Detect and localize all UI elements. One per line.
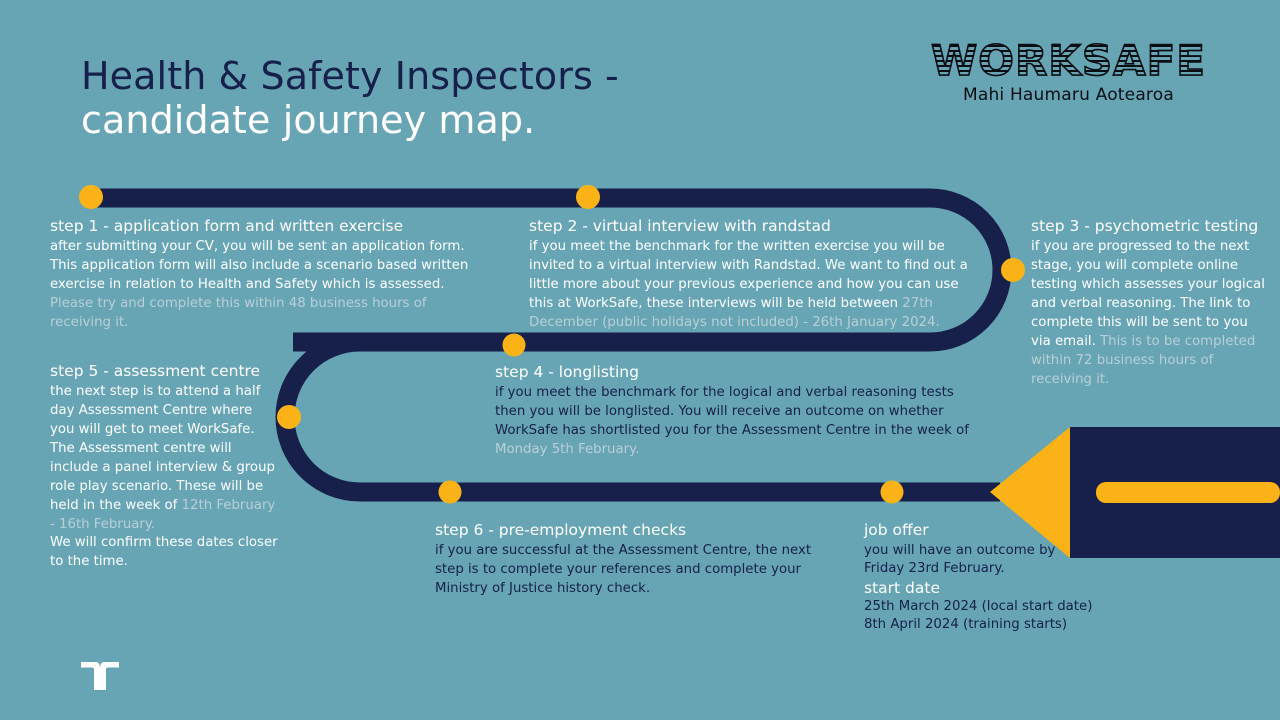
marker-step-6[interactable]	[438, 480, 462, 504]
end-block-accent-bar	[1096, 482, 1280, 503]
step-5-body-tail: We will confirm these dates closer to th…	[50, 535, 278, 570]
step-2-block: step 2 - virtual interview with randstad…	[529, 217, 981, 333]
step-1-title: step 1 - application form and written ex…	[50, 217, 404, 235]
worksafe-logo: WORKSAFE Mahi Haumaru Aotearoa	[930, 36, 1206, 105]
step-5-body-main: the next step is to attend a half day As…	[50, 384, 275, 513]
step-4-block: step 4 - longlisting if you meet the ben…	[495, 363, 979, 460]
step-4-body-muted: Monday 5th February.	[495, 442, 640, 457]
step-5-title: step 5 - assessment centre	[50, 362, 261, 380]
step-1-body: after submitting your CV, you will be se…	[50, 238, 490, 332]
step-5-block: step 5 - assessment centre the next step…	[50, 362, 278, 572]
start-date-line-1: 25th March 2024 (local start date)	[864, 599, 1093, 615]
marker-step-4[interactable]	[502, 333, 526, 357]
job-offer-body: you will have an outcome by	[864, 543, 1056, 559]
step-5-body: the next step is to attend a half day As…	[50, 383, 278, 572]
step-4-title: step 4 - longlisting	[495, 363, 639, 381]
step-4-body: if you meet the benchmark for the logica…	[495, 384, 979, 460]
step-3-body-muted: This is to be completed within 72 busine…	[1031, 333, 1256, 387]
job-offer-date: Friday 23rd February.	[864, 561, 1005, 577]
step-5-body-muted: 12th February - 16th February.	[50, 497, 276, 532]
start-date-title: start date	[864, 579, 940, 598]
step-3-title: step 3 - psychometric testing	[1031, 217, 1259, 235]
randstad-glyph	[81, 662, 119, 690]
step-2-body-muted: 27th December (public holidays not inclu…	[529, 296, 940, 330]
randstad-logo-icon	[81, 662, 119, 694]
marker-job-offer[interactable]	[880, 480, 904, 504]
worksafe-wordmark-text: WORKSAFE	[930, 36, 1206, 85]
marker-step-5[interactable]	[277, 405, 301, 429]
step-6-block: step 6 - pre-employment checks if you ar…	[435, 521, 825, 599]
step-1-body-muted: Please try and complete this within 48 b…	[50, 296, 427, 330]
step-3-block: step 3 - psychometric testing if you are…	[1031, 217, 1269, 389]
step-3-body: if you are progressed to the next stage,…	[1031, 238, 1269, 389]
step-2-body: if you meet the benchmark for the writte…	[529, 238, 981, 332]
job-offer-title: job offer	[864, 521, 929, 539]
job-offer-block: job offer you will have an outcome by Fr…	[864, 521, 1114, 634]
start-date-line-2: 8th April 2024 (training starts)	[864, 617, 1068, 633]
marker-step-1[interactable]	[79, 185, 103, 209]
step-6-title: step 6 - pre-employment checks	[435, 521, 687, 539]
step-2-title: step 2 - virtual interview with randstad	[529, 217, 831, 235]
step-1-body-main: after submitting your CV, you will be se…	[50, 239, 469, 293]
page-title-line-2: candidate journey map.	[81, 98, 536, 143]
page-title: Health & Safety Inspectors - candidate j…	[81, 54, 619, 143]
step-3-body-main: if you are progressed to the next stage,…	[1031, 239, 1265, 349]
step-4-body-main: if you meet the benchmark for the logica…	[495, 385, 969, 439]
marker-step-2[interactable]	[576, 185, 600, 209]
step-2-body-main: if you meet the benchmark for the writte…	[529, 239, 968, 311]
step-6-body: if you are successful at the Assessment …	[435, 543, 812, 597]
marker-step-3[interactable]	[1001, 258, 1025, 282]
step-1-block: step 1 - application form and written ex…	[50, 217, 490, 333]
page-title-line-1: Health & Safety Inspectors -	[81, 54, 619, 98]
worksafe-tagline-text: Mahi Haumaru Aotearoa	[962, 85, 1174, 105]
